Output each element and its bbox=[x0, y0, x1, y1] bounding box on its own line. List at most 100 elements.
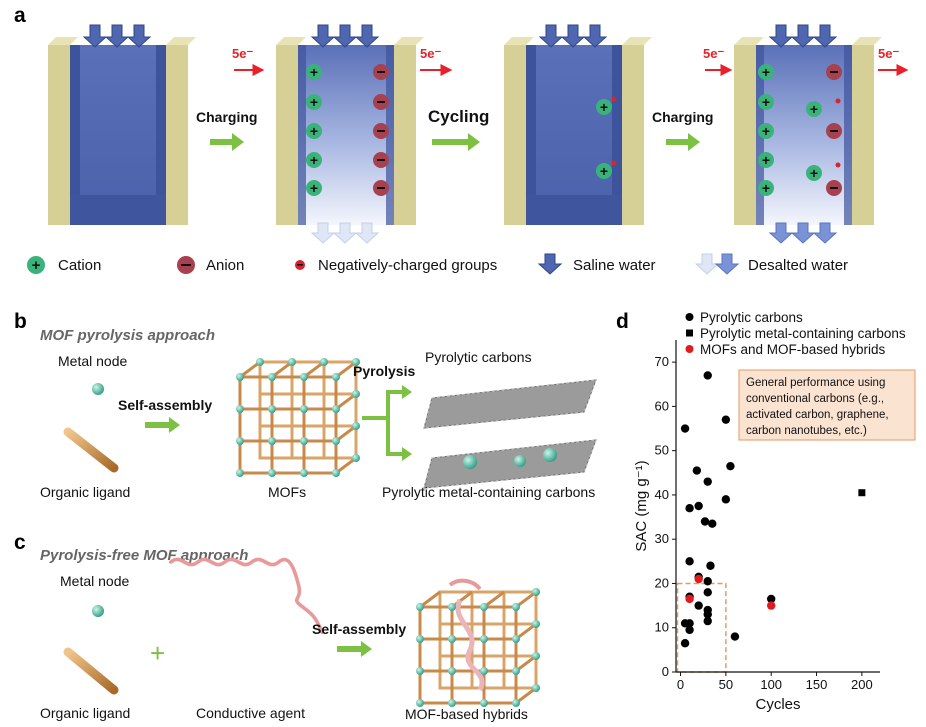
metal-node-label-c: Metal node bbox=[60, 573, 129, 589]
cations-adsorbed: + + + + + + + bbox=[758, 64, 822, 196]
svg-text:+: + bbox=[762, 180, 770, 196]
pyrolytic-carbons-label: Pyrolytic carbons bbox=[425, 349, 532, 365]
highlight-region bbox=[676, 582, 727, 673]
svg-text:+: + bbox=[310, 180, 318, 196]
y-axis-label: SAC (mg g⁻¹) bbox=[633, 460, 650, 551]
svg-text:+: + bbox=[310, 64, 318, 80]
cell-4: + + + + + + + bbox=[734, 24, 882, 244]
y-tick-label: 20 bbox=[655, 575, 669, 590]
data-point-carbon bbox=[692, 466, 702, 475]
green-arrow-c bbox=[337, 641, 372, 657]
step-cycling: Cycling bbox=[428, 107, 489, 126]
self-assembly-label: Self-assembly bbox=[118, 397, 212, 413]
legend-marker bbox=[685, 313, 694, 321]
svg-text:+: + bbox=[810, 101, 818, 117]
plus-sign: + bbox=[150, 638, 165, 668]
hybrids-label: MOF-based hybrids bbox=[405, 706, 528, 722]
legend-cation-label: Cation bbox=[58, 257, 101, 274]
svg-text:+: + bbox=[762, 64, 770, 80]
hybrid-nodes bbox=[416, 588, 540, 707]
data-point-carbon bbox=[685, 504, 694, 513]
saline-inflow-arrows bbox=[310, 24, 380, 48]
note-line-4: carbon nanotubes, etc.) bbox=[746, 425, 867, 437]
svg-text:+: + bbox=[600, 99, 608, 115]
mofs-label: MOFs bbox=[268, 484, 306, 500]
metal-node-label: Metal node bbox=[58, 353, 127, 369]
x-tick-label: 200 bbox=[851, 677, 873, 692]
data-point-square bbox=[858, 489, 866, 497]
legend-saline-label: Saline water bbox=[573, 257, 656, 274]
panel-c-title: Pyrolysis-free MOF approach bbox=[40, 547, 248, 564]
svg-text:+: + bbox=[762, 123, 770, 139]
cations-trapped: + + bbox=[596, 96, 617, 179]
green-arrow-1 bbox=[210, 133, 244, 151]
step-charging-2: Charging bbox=[652, 109, 713, 125]
data-point-carbon bbox=[703, 616, 712, 626]
anions-adsorbed bbox=[373, 64, 389, 196]
electron-in-label-2: 5e⁻ bbox=[703, 46, 724, 61]
legend-desalted-label: Desalted water bbox=[748, 257, 848, 274]
svg-text:+: + bbox=[32, 257, 41, 274]
organic-ligand-label: Organic ligand bbox=[40, 484, 130, 500]
saline-inflow-arrows bbox=[82, 24, 152, 48]
desalted-outflow-arrows bbox=[310, 222, 380, 244]
metal-node bbox=[92, 383, 104, 395]
panel-d-letter: d bbox=[616, 310, 629, 333]
data-point-carbon bbox=[685, 557, 694, 566]
data-point-carbon bbox=[700, 517, 710, 526]
panel-c: c Pyrolysis-free MOF approach Metal node… bbox=[14, 531, 540, 722]
data-point-carbon bbox=[685, 619, 694, 628]
y-tick-label: 30 bbox=[655, 531, 669, 546]
branch-arrow bbox=[362, 385, 412, 461]
x-tick-label: 0 bbox=[677, 677, 684, 692]
data-point-carbon bbox=[706, 561, 715, 570]
data-point-carbon bbox=[730, 632, 740, 641]
performance-note: General performance using conventional c… bbox=[738, 369, 916, 441]
data-point-carbon bbox=[703, 371, 712, 380]
cell-3: + + bbox=[504, 24, 652, 225]
y-tick-label: 60 bbox=[655, 398, 669, 413]
note-line-3: activated carbon, graphene, bbox=[746, 409, 889, 421]
data-point-mof bbox=[694, 574, 703, 584]
data-point-carbon bbox=[708, 519, 717, 528]
y-tick-label: 40 bbox=[655, 487, 669, 502]
data-point-carbon bbox=[680, 639, 690, 648]
svg-text:+: + bbox=[310, 94, 318, 110]
green-arrow-2 bbox=[432, 133, 480, 151]
legend-groups-label: Negatively-charged groups bbox=[318, 257, 497, 274]
data-point-carbon bbox=[703, 477, 712, 486]
y-tick-label: 70 bbox=[655, 354, 669, 369]
legend-desalted: Desalted water bbox=[694, 253, 848, 275]
green-arrow-b bbox=[145, 417, 180, 433]
data-point-mof bbox=[685, 594, 694, 604]
carbon-sheet-2 bbox=[423, 439, 597, 489]
legend-label: MOFs and MOF-based hybrids bbox=[700, 342, 886, 357]
legend-label: Pyrolytic metal-containing carbons bbox=[700, 326, 906, 341]
electron-out-label-2: 5e⁻ bbox=[878, 46, 899, 61]
conductive-agent-label: Conductive agent bbox=[196, 705, 305, 721]
x-axis-label: Cycles bbox=[755, 696, 800, 713]
data-point-carbon bbox=[685, 625, 694, 635]
mof-nodes bbox=[236, 358, 360, 477]
legend-saline: Saline water bbox=[537, 253, 656, 275]
data-point-carbon bbox=[694, 501, 703, 511]
legend-marker bbox=[686, 329, 693, 337]
pyrolytic-metal-label: Pyrolytic metal-containing carbons bbox=[382, 484, 595, 500]
legend-groups: Negatively-charged groups bbox=[295, 257, 497, 274]
data-point-carbon bbox=[694, 601, 703, 610]
note-line-2: conventional carbons (e.g., bbox=[746, 393, 884, 405]
organic-ligand-c bbox=[63, 647, 119, 695]
cations-adsorbed: + + + + + bbox=[306, 64, 322, 196]
svg-text:+: + bbox=[600, 163, 608, 179]
conductive-agent bbox=[169, 557, 324, 635]
data-point-carbon bbox=[703, 610, 712, 619]
y-tick-label: 0 bbox=[662, 664, 669, 679]
anions-adsorbed bbox=[826, 64, 842, 196]
data-point-carbon bbox=[726, 461, 735, 471]
organic-ligand bbox=[63, 427, 119, 473]
cell-2: + + + + + bbox=[276, 24, 424, 244]
data-point-mof bbox=[767, 601, 776, 610]
